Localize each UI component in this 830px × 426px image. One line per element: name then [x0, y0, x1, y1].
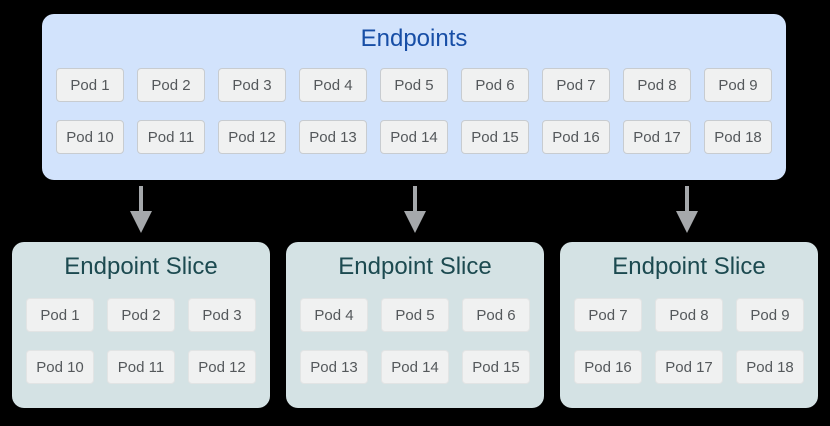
- pod-box: Pod 2: [107, 298, 175, 332]
- pod-box: Pod 12: [188, 350, 256, 384]
- slice-1-pod-row-1: Pod 1 Pod 2 Pod 3: [12, 298, 270, 332]
- endpoint-slice-box-1: Endpoint Slice Pod 1 Pod 2 Pod 3 Pod 10 …: [12, 242, 270, 408]
- endpoints-title: Endpoints: [360, 25, 468, 52]
- endpoint-slice-title: Endpoint Slice: [338, 253, 492, 280]
- pod-box: Pod 8: [655, 298, 723, 332]
- pod-box: Pod 4: [299, 68, 367, 102]
- pod-box: Pod 5: [380, 68, 448, 102]
- pod-box: Pod 15: [462, 350, 530, 384]
- endpoint-slice-title: Endpoint Slice: [64, 253, 218, 280]
- pod-box: Pod 4: [300, 298, 368, 332]
- pod-box: Pod 17: [623, 120, 691, 154]
- pod-box: Pod 1: [56, 68, 124, 102]
- endpoint-slice-box-2: Endpoint Slice Pod 4 Pod 5 Pod 6 Pod 13 …: [286, 242, 544, 408]
- slice-2-pod-row-2: Pod 13 Pod 14 Pod 15: [286, 350, 544, 384]
- pod-box: Pod 9: [736, 298, 804, 332]
- slice-2-pod-row-1: Pod 4 Pod 5 Pod 6: [286, 298, 544, 332]
- pod-box: Pod 7: [574, 298, 642, 332]
- pod-box: Pod 15: [461, 120, 529, 154]
- down-arrow-icon: [676, 186, 698, 233]
- endpoints-pod-row-1: Pod 1 Pod 2 Pod 3 Pod 4 Pod 5 Pod 6 Pod …: [42, 68, 786, 102]
- slice-1-pod-row-2: Pod 10 Pod 11 Pod 12: [12, 350, 270, 384]
- endpoints-box: Endpoints Pod 1 Pod 2 Pod 3 Pod 4 Pod 5 …: [42, 14, 786, 180]
- endpoint-slice-title: Endpoint Slice: [612, 253, 766, 280]
- pod-box: Pod 18: [736, 350, 804, 384]
- pod-box: Pod 9: [704, 68, 772, 102]
- slice-3-pod-row-2: Pod 16 Pod 17 Pod 18: [560, 350, 818, 384]
- pod-box: Pod 10: [26, 350, 94, 384]
- pod-box: Pod 5: [381, 298, 449, 332]
- pod-box: Pod 17: [655, 350, 723, 384]
- pod-box: Pod 14: [380, 120, 448, 154]
- pod-box: Pod 14: [381, 350, 449, 384]
- pod-box: Pod 12: [218, 120, 286, 154]
- pod-box: Pod 3: [218, 68, 286, 102]
- endpoints-pod-row-2: Pod 10 Pod 11 Pod 12 Pod 13 Pod 14 Pod 1…: [42, 120, 786, 154]
- pod-box: Pod 6: [461, 68, 529, 102]
- pod-box: Pod 13: [299, 120, 367, 154]
- slice-3-pod-row-1: Pod 7 Pod 8 Pod 9: [560, 298, 818, 332]
- pod-box: Pod 11: [107, 350, 175, 384]
- pod-box: Pod 18: [704, 120, 772, 154]
- pod-box: Pod 1: [26, 298, 94, 332]
- pod-box: Pod 13: [300, 350, 368, 384]
- pod-box: Pod 10: [56, 120, 124, 154]
- down-arrow-icon: [130, 186, 152, 233]
- pod-box: Pod 16: [574, 350, 642, 384]
- down-arrow-icon: [404, 186, 426, 233]
- pod-box: Pod 7: [542, 68, 610, 102]
- pod-box: Pod 3: [188, 298, 256, 332]
- pod-box: Pod 6: [462, 298, 530, 332]
- endpoint-slice-box-3: Endpoint Slice Pod 7 Pod 8 Pod 9 Pod 16 …: [560, 242, 818, 408]
- pod-box: Pod 8: [623, 68, 691, 102]
- pod-box: Pod 2: [137, 68, 205, 102]
- pod-box: Pod 11: [137, 120, 205, 154]
- pod-box: Pod 16: [542, 120, 610, 154]
